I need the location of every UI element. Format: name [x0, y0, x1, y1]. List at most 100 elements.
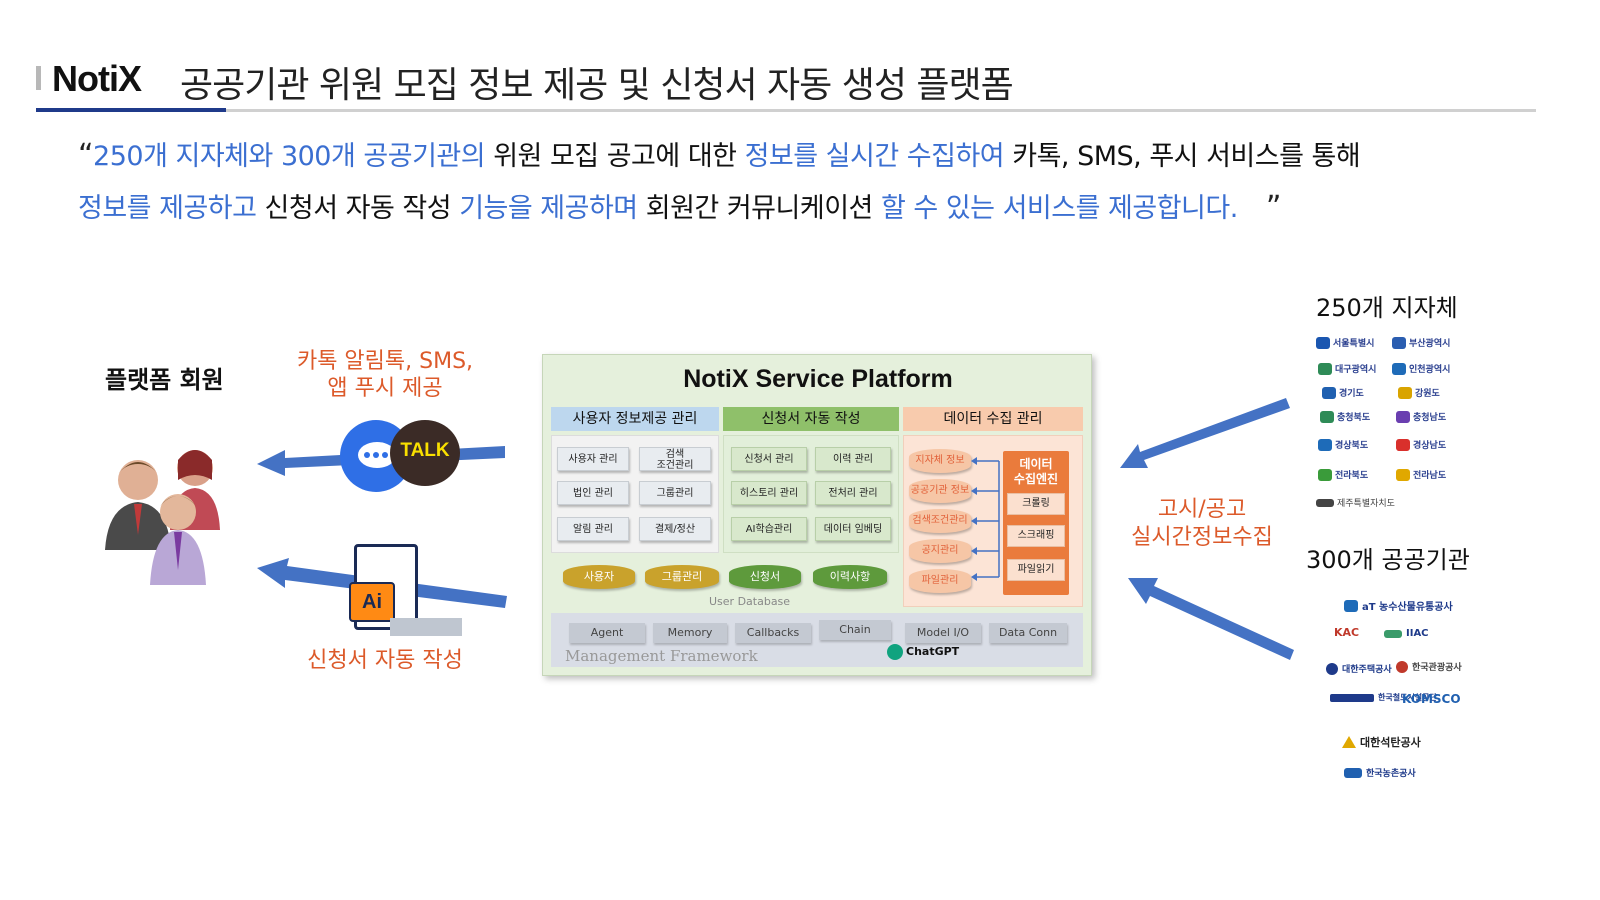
logo-incheon: 인천광역시 — [1392, 362, 1450, 375]
db-application: 신청서 — [729, 565, 801, 589]
push-label: 카톡 알림톡, SMS, 앱 푸시 제공 — [290, 348, 480, 402]
logo-chungbuk: 충청북도 — [1320, 410, 1370, 423]
user-db-label: User Database — [709, 595, 791, 608]
intro-l2-s0: 정보를 제공하고 — [78, 193, 265, 224]
gyeonggi-emblem-icon — [1322, 386, 1336, 399]
open-quote: “ — [78, 138, 94, 173]
intro-l2-s2: 기능을 제공하며 — [459, 193, 646, 224]
logo-chungnam: 충청남도 — [1396, 410, 1446, 423]
busan-emblem-icon — [1392, 336, 1406, 349]
logo-kac: KAC — [1334, 626, 1359, 639]
logo-jeonnam-label: 전라남도 — [1413, 471, 1447, 481]
logo-gyeongnam: 경상남도 — [1396, 438, 1446, 451]
alert-mgmt-button[interactable]: 알림 관리 — [557, 517, 629, 541]
scraping-button[interactable]: 스크래핑 — [1007, 525, 1065, 547]
embedding-button[interactable]: 데이터 임베딩 — [815, 517, 891, 541]
seoul-emblem-icon — [1316, 336, 1330, 349]
mf-data-conn[interactable]: Data Conn — [989, 623, 1067, 643]
crawling-button[interactable]: 크롤링 — [1007, 493, 1065, 515]
logo-busan-label: 부산광역시 — [1409, 339, 1451, 349]
logo-housing-label: 대한주택공사 — [1342, 665, 1392, 675]
jeonbuk-emblem-icon — [1318, 468, 1332, 481]
logo-jeonbuk: 전라북도 — [1318, 468, 1368, 481]
preprocess-button[interactable]: 전처리 관리 — [815, 481, 891, 505]
logo-daegu: 대구광역시 — [1318, 362, 1376, 375]
intro-l2-s1: 신청서 자동 작성 — [264, 193, 460, 224]
mf-agent[interactable]: Agent — [569, 623, 645, 643]
gyeongnam-emblem-icon — [1396, 438, 1410, 451]
db-file: 파일관리 — [909, 569, 971, 593]
rural-emblem-icon — [1344, 767, 1362, 778]
logo-gyeonggi: 경기도 — [1322, 386, 1364, 399]
collect-arrow-top — [1120, 398, 1290, 468]
logo-jeonbuk-label: 전라북도 — [1335, 471, 1369, 481]
search-condition-button[interactable]: 검색 조건관리 — [639, 447, 711, 471]
ai-training-button[interactable]: AI학습관리 — [731, 517, 807, 541]
history-mgmt-button[interactable]: 이력 관리 — [815, 447, 891, 471]
kakaotalk-icon: TALK — [390, 420, 460, 486]
header-divider — [36, 109, 1536, 112]
collect-arrow-bottom — [1128, 578, 1294, 660]
logo-rail: 한국철도시설공단 — [1330, 692, 1437, 703]
history-record-button[interactable]: 히스토리 관리 — [731, 481, 807, 505]
section-data-header: 데이터 수집 관리 — [903, 407, 1083, 431]
section-apply-header: 신청서 자동 작성 — [723, 407, 899, 431]
apply-label: 신청서 자동 작성 — [307, 648, 463, 673]
section-user-header: 사용자 정보제공 관리 — [551, 407, 719, 431]
logo-gyeongnam-label: 경상남도 — [1413, 441, 1447, 451]
logo-at-label: aT 농수산물유통공사 — [1362, 602, 1453, 613]
file-shadow — [390, 618, 462, 636]
push-label-line2: 앱 푸시 제공 — [327, 376, 443, 401]
intro-l1-s3: 카톡, SMS, 푸시 서비스를 통해 — [1012, 141, 1361, 172]
chatgpt-icon — [887, 644, 903, 660]
group-mgmt-button[interactable]: 그룹관리 — [639, 481, 711, 505]
logo-seoul: 서울특별시 — [1316, 336, 1374, 349]
intro-line-2: 정보를 제공하고 신청서 자동 작성 기능을 제공하며 회원간 커뮤니케이션 할… — [78, 186, 1578, 225]
collect-label-line1: 고시/공고 — [1157, 497, 1247, 522]
mf-chain[interactable]: Chain — [819, 620, 891, 640]
apply-mgmt-button[interactable]: 신청서 관리 — [731, 447, 807, 471]
logo-gyeongbuk-label: 경상북도 — [1335, 441, 1369, 451]
logo-rural: 한국농촌공사 — [1344, 766, 1416, 779]
logo-seoul-label: 서울특별시 — [1333, 339, 1375, 349]
logo-at: aT 농수산물유통공사 — [1344, 598, 1453, 613]
logo-gangwon-label: 강원도 — [1415, 389, 1440, 399]
mf-memory[interactable]: Memory — [653, 623, 727, 643]
logo-coal: 대한석탄공사 — [1342, 734, 1421, 750]
corp-mgmt-button[interactable]: 법인 관리 — [557, 481, 629, 505]
engine-title: 데이터 수집엔진 — [1013, 457, 1059, 486]
jeonnam-emblem-icon — [1396, 468, 1410, 481]
logo-incheon-label: 인천광역시 — [1409, 365, 1451, 375]
mf-model-io[interactable]: Model I/O — [905, 623, 981, 643]
file-read-button[interactable]: 파일읽기 — [1007, 559, 1065, 581]
mf-callbacks[interactable]: Callbacks — [735, 623, 811, 643]
db-group: 그룹관리 — [645, 565, 719, 589]
intro-l1-s1: 위원 모집 공고에 대한 — [493, 141, 745, 172]
gangwon-emblem-icon — [1398, 386, 1412, 399]
page-title: 공공기관 위원 모집 정보 제공 및 신청서 자동 생성 플랫폼 — [180, 65, 1014, 106]
logo-iiac: IIAC — [1384, 628, 1429, 639]
people-icon — [105, 450, 220, 585]
db-notice: 공지관리 — [909, 539, 971, 563]
header-accent-bar — [36, 66, 41, 90]
db-public-org: 공공기관 정보 — [909, 479, 971, 503]
rail-emblem-icon — [1330, 693, 1374, 702]
at-emblem-icon — [1344, 599, 1358, 612]
payment-button[interactable]: 결제/정산 — [639, 517, 711, 541]
gyeongbuk-emblem-icon — [1318, 438, 1332, 451]
close-quote: ” — [1265, 190, 1282, 225]
logo-gyeonggi-label: 경기도 — [1339, 389, 1364, 399]
logo-chungbuk-label: 충청북도 — [1337, 413, 1371, 423]
public-org-title: 300개 공공기관 — [1306, 546, 1470, 574]
logo-komsco-label: KOMSCO — [1402, 692, 1461, 706]
logo-daegu-label: 대구광역시 — [1335, 365, 1377, 375]
db-user: 사용자 — [563, 565, 635, 589]
logo-rail-label: 한국철도시설공단 — [1378, 693, 1437, 702]
db-history: 이력사항 — [813, 565, 887, 589]
logo-gangwon: 강원도 — [1398, 386, 1440, 399]
logo-komsco: KOMSCO — [1402, 692, 1461, 706]
user-mgmt-button[interactable]: 사용자 관리 — [557, 447, 629, 471]
intro-l2-s4: 할 수 있는 서비스를 제공합니다. — [880, 193, 1238, 224]
ai-file-icon: Ai — [349, 582, 395, 622]
logo-gyeongbuk: 경상북도 — [1318, 438, 1368, 451]
